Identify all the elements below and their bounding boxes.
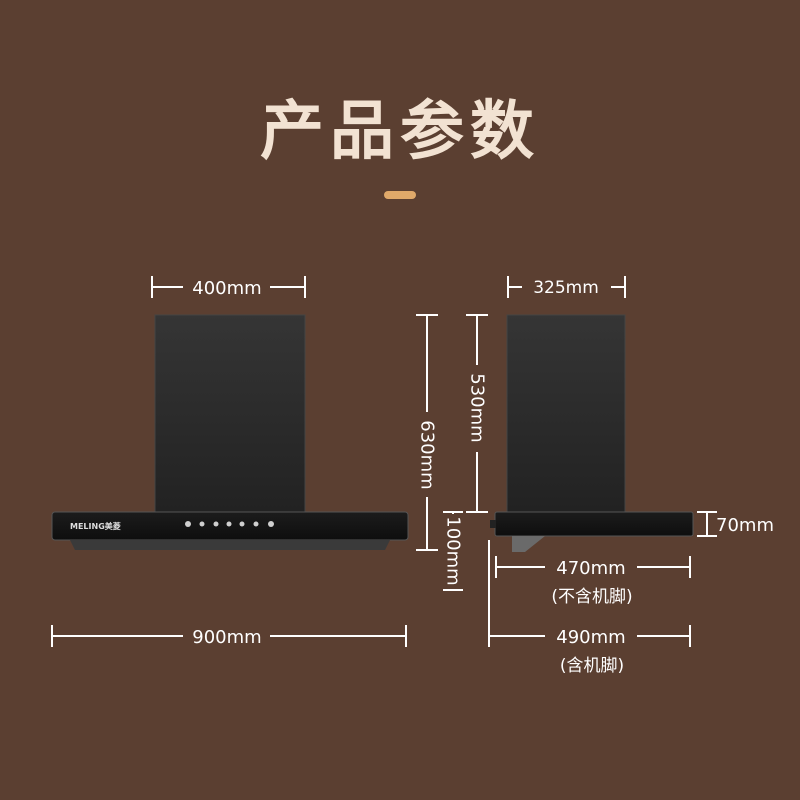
note-side-depth-without-feet: (不含机脚) [551, 587, 632, 607]
page-title: 产品参数 [260, 95, 540, 169]
label-side-top-width: 325mm [533, 278, 599, 298]
side-chimney [506, 314, 626, 513]
note-side-depth-with-feet: (含机脚) [560, 656, 624, 676]
dim-side-body-thickness: 70mm [697, 511, 774, 537]
label-side-depth-without-feet: 470mm [556, 558, 625, 579]
dim-side-depth-without-feet: 470mm (不含机脚) [495, 556, 691, 607]
label-side-bottom-height: 100mm [443, 516, 464, 585]
side-bottom-lip [512, 536, 545, 552]
dim-side-depth-with-feet: 490mm (含机脚) [488, 540, 691, 676]
control-button [226, 521, 232, 527]
control-button [213, 521, 219, 527]
front-view-hood: MELING美菱 [51, 314, 409, 550]
side-foot [490, 520, 496, 528]
control-button [199, 521, 205, 527]
label-front-total-width: 900mm [192, 627, 261, 648]
control-button [239, 521, 245, 527]
brand-logo: MELING美菱 [70, 521, 121, 531]
control-button [268, 521, 274, 527]
control-panel [185, 521, 274, 527]
dim-side-bottom-height: 100mm [443, 511, 464, 591]
side-view-hood [490, 314, 694, 552]
dim-front-height: 630mm [416, 314, 438, 551]
front-chimney [154, 314, 306, 514]
control-button [185, 521, 191, 527]
side-body [494, 511, 694, 537]
dim-side-chimney-height: 530mm [466, 314, 488, 513]
label-front-top-width: 400mm [192, 278, 261, 299]
label-side-depth-with-feet: 490mm [556, 627, 625, 648]
dim-front-total-width: 900mm [51, 625, 407, 648]
control-button [253, 521, 259, 527]
label-front-height: 630mm [417, 420, 438, 489]
dim-front-top-width: 400mm [151, 276, 306, 299]
front-bottom-lip [70, 540, 390, 550]
title-accent-bar [384, 191, 416, 199]
label-side-chimney-height: 530mm [467, 373, 488, 442]
dim-side-top-width: 325mm [507, 276, 626, 298]
label-side-body-thickness: 70mm [716, 515, 774, 536]
